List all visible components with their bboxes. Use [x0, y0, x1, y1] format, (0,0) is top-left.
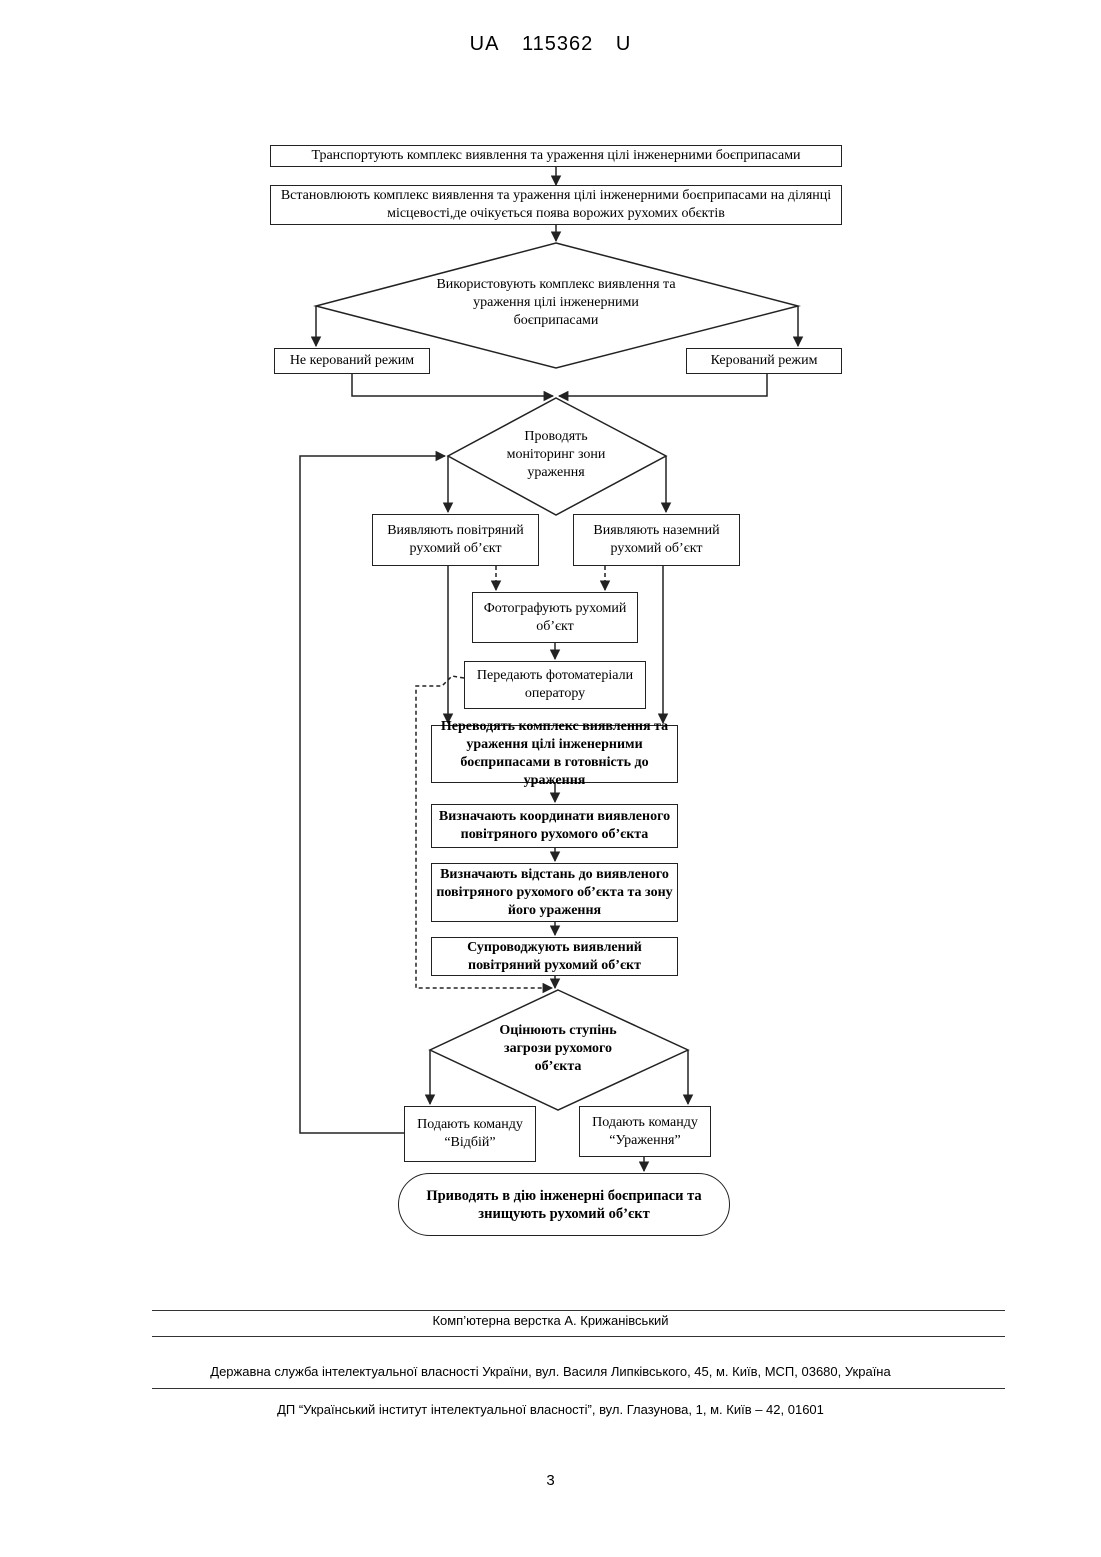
- decision-assess-text: Оцінюють ступінь загрози рухомого об’єкт…: [493, 1022, 623, 1076]
- footer-rule-3: [152, 1388, 1005, 1389]
- step-install: Встановлюють комплекс виявлення та ураже…: [270, 185, 842, 225]
- footer-agency: Державна служба інтелектуальної власност…: [0, 1364, 1101, 1379]
- step-coords: Визначають координати виявленого повітря…: [431, 804, 678, 848]
- page-number: 3: [0, 1472, 1101, 1489]
- step-photo: Фотографують рухомий об’єкт: [472, 592, 638, 643]
- footer-layout-credit: Комп’ютерна верстка А. Крижанівський: [0, 1313, 1101, 1328]
- mode-controlled: Керований режим: [686, 348, 842, 374]
- connector-uncontrolled-merge: [352, 374, 553, 396]
- step-detect-ground: Виявляють наземний рухомий об’єкт: [573, 514, 740, 566]
- step-transmit: Передають фотоматеріали оператору: [464, 661, 646, 709]
- footer-institute: ДП “Український інститут інтелектуальної…: [0, 1402, 1101, 1417]
- footer-rule-1: [152, 1310, 1005, 1311]
- command-cancel: Подають команду “Відбій”: [404, 1106, 536, 1162]
- step-final: Приводять в дію інженерні боєприпаси та …: [398, 1173, 730, 1236]
- step-distance: Визначають відстань до виявленого повітр…: [431, 863, 678, 922]
- decision-use-text: Використовують комплекс виявлення та ура…: [436, 276, 676, 330]
- step-transport: Транспортують комплекс виявлення та ураж…: [270, 145, 842, 167]
- step-detect-air: Виявляють повітряний рухомий об’єкт: [372, 514, 539, 566]
- connector-controlled-merge: [559, 374, 767, 396]
- mode-uncontrolled: Не керований режим: [274, 348, 430, 374]
- decision-monitor-text: Проводять моніторинг зони ураження: [496, 428, 616, 482]
- step-track: Супроводжують виявлений повітряний рухом…: [431, 937, 678, 976]
- footer-rule-2: [152, 1336, 1005, 1337]
- command-strike: Подають команду “Ураження”: [579, 1106, 711, 1157]
- step-ready: Переводять комплекс виявлення та ураженн…: [431, 725, 678, 783]
